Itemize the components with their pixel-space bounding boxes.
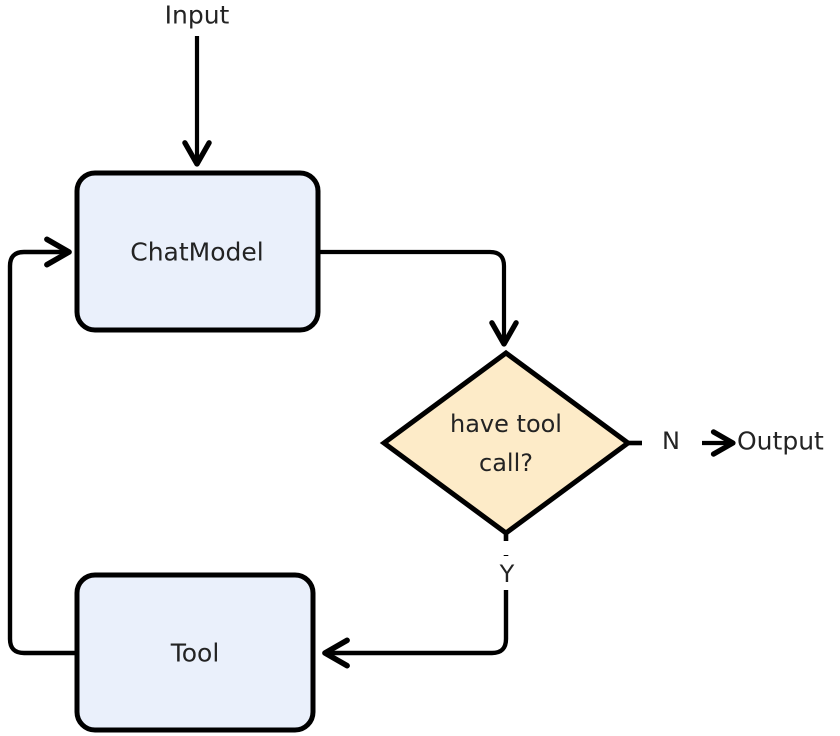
node-tool-shape[interactable] bbox=[74, 572, 316, 733]
terminal-label-output: Output bbox=[737, 427, 824, 456]
node-decision[interactable]: have tool call? bbox=[379, 349, 633, 537]
edge-line-tool-chatmodel bbox=[7, 236, 77, 656]
edge-line-chatmodel-decision bbox=[320, 249, 519, 347]
terminal-label-input: Input bbox=[165, 1, 230, 30]
node-chatmodel[interactable]: ChatModel bbox=[74, 170, 321, 333]
node-decision-shape[interactable] bbox=[379, 349, 633, 537]
edge-chatmodel-to-decision bbox=[320, 249, 519, 347]
edge-decision-to-tool bbox=[322, 525, 509, 669]
edge-tool-to-chatmodel bbox=[7, 236, 77, 656]
edge-label-no: N bbox=[662, 427, 680, 455]
node-chatmodel-shape[interactable] bbox=[74, 170, 321, 333]
edge-label-yes: Y bbox=[499, 560, 515, 588]
edge-line-decision-tool-lower bbox=[322, 590, 509, 669]
node-decision-label-line1: have tool bbox=[450, 410, 562, 438]
node-decision-label-line2: call? bbox=[479, 449, 533, 477]
node-tool-label: Tool bbox=[170, 639, 220, 668]
node-chatmodel-label: ChatModel bbox=[130, 238, 263, 267]
node-tool[interactable]: Tool bbox=[74, 572, 316, 733]
